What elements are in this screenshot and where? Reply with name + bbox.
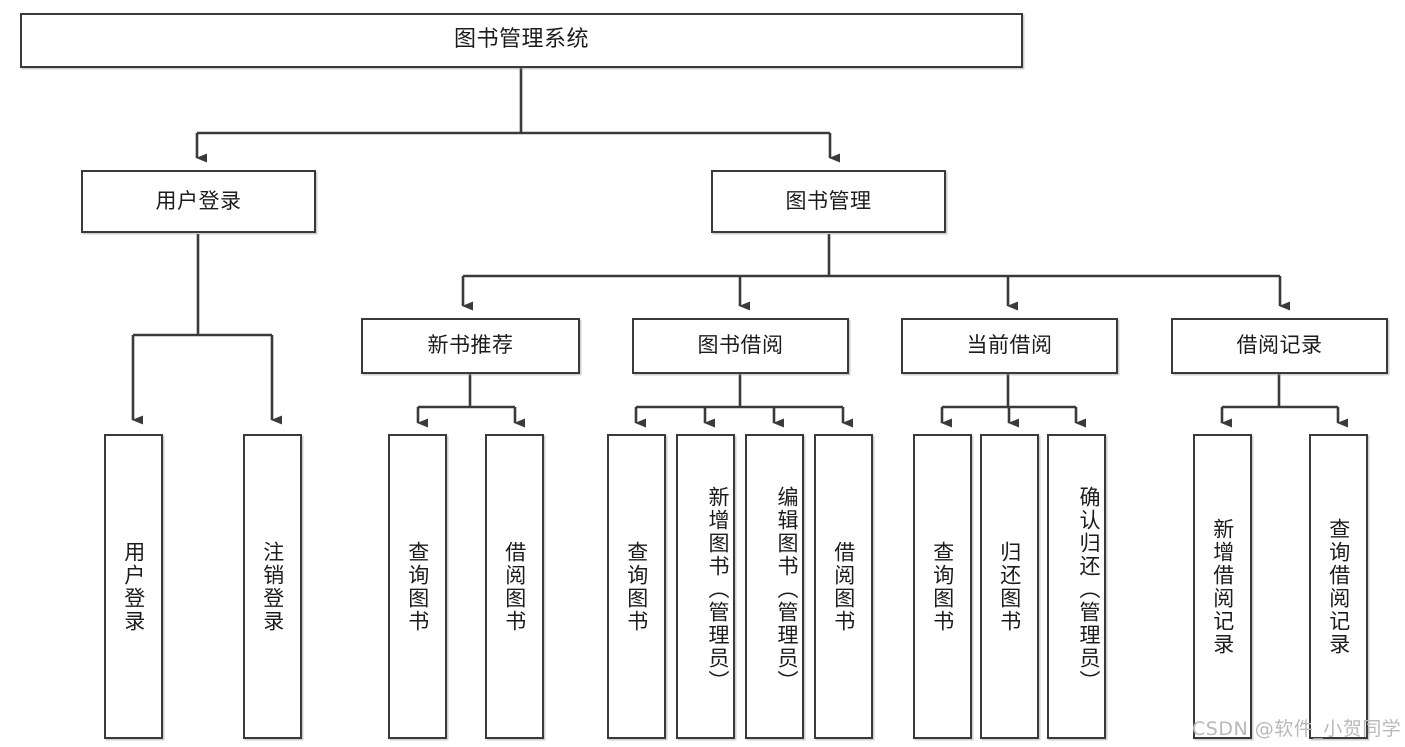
leaf-current-borrow-confirm-return-admin[interactable]: 确认归还（管理员） xyxy=(1047,434,1106,739)
leaf-new-book-borrow-book[interactable]: 借阅图书 xyxy=(485,434,544,739)
leaf-book-borrow-query-book[interactable]: 查询图书 xyxy=(607,434,666,739)
leaf-borrow-record-query-record[interactable]: 查询借阅记录 xyxy=(1309,434,1368,739)
leaf-user-login-login[interactable]: 用户登录 xyxy=(104,434,163,739)
csdn-watermark: CSDN @软件_小贺同学 xyxy=(1192,718,1402,740)
node-borrow-record[interactable]: 借阅记录 xyxy=(1171,318,1388,374)
leaf-new-book-query-book[interactable]: 查询图书 xyxy=(388,434,447,739)
leaf-user-login-logout[interactable]: 注销登录 xyxy=(243,434,302,739)
node-book-borrow[interactable]: 图书借阅 xyxy=(632,318,849,374)
node-user-login[interactable]: 用户登录 xyxy=(81,170,316,233)
leaf-book-borrow-borrow-book[interactable]: 借阅图书 xyxy=(814,434,873,739)
node-current-borrow[interactable]: 当前借阅 xyxy=(901,318,1118,374)
leaf-book-borrow-add-book-admin[interactable]: 新增图书（管理员） xyxy=(676,434,735,739)
node-book-management[interactable]: 图书管理 xyxy=(711,170,946,233)
leaf-current-borrow-query-book[interactable]: 查询图书 xyxy=(913,434,972,739)
node-new-book-recommend[interactable]: 新书推荐 xyxy=(361,318,580,374)
leaf-current-borrow-return-book[interactable]: 归还图书 xyxy=(980,434,1039,739)
leaf-borrow-record-add-record[interactable]: 新增借阅记录 xyxy=(1193,434,1252,739)
node-root-book-management-system[interactable]: 图书管理系统 xyxy=(20,13,1023,68)
leaf-book-borrow-edit-book-admin[interactable]: 编辑图书（管理员） xyxy=(745,434,804,739)
